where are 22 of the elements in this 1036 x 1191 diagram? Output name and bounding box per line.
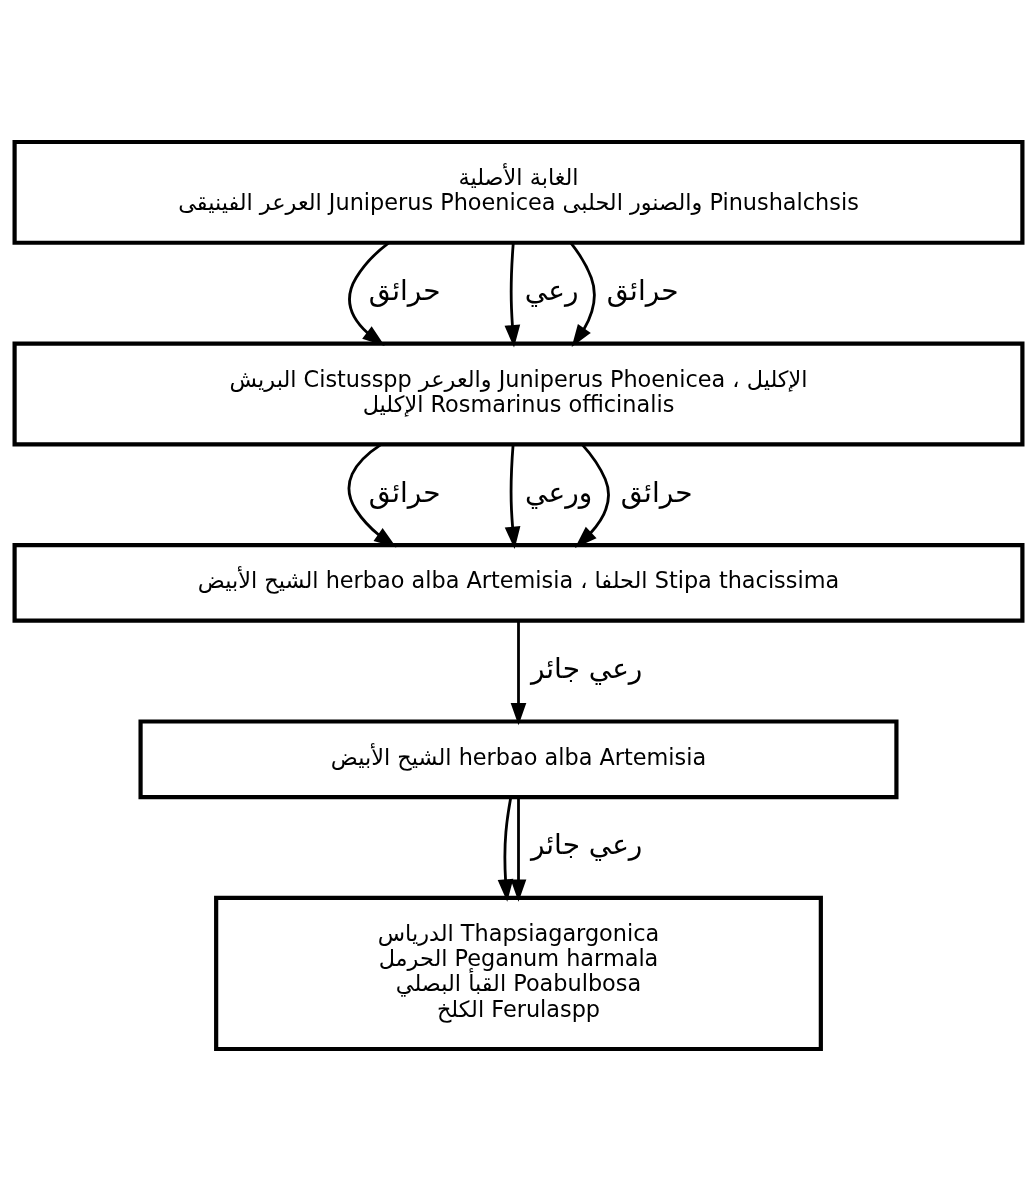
edge-label: رعي جائر xyxy=(530,652,642,686)
arrow xyxy=(497,796,513,902)
node-box: الدرياس Thapsiagargonica الحرمل Peganum harmala القبأ البصلي Poabulbosa الكلخ Ferulaspp xyxy=(213,895,823,1052)
node-box: الشيح الأبيض herbao alba Artemisia ، الحلفا Stipa thacissima xyxy=(12,543,1024,623)
arrow xyxy=(510,621,526,726)
edge-label: حرائق xyxy=(368,475,440,509)
arrow xyxy=(574,443,610,548)
edge-label: ورعي xyxy=(524,475,592,509)
edge-label: حرائق xyxy=(620,475,692,509)
node-box: البريش Cistusspp والعرعر Juniperus Phoenicea ، الإكليل الإكليل Rosmarinus officinalis xyxy=(12,341,1024,447)
arrow xyxy=(347,241,390,347)
node-box: الغابة الأصلية العرعر الفينيقى Juniperus Phoenicea والصنور الحلبى Pinushalchsis xyxy=(12,139,1024,245)
arrow xyxy=(504,242,520,348)
edge-label: رعي جائر xyxy=(530,828,642,862)
edge-label: حرائق xyxy=(368,274,440,308)
node-box: الشيح الأبيض herbao alba Artemisia xyxy=(137,719,899,800)
arrow xyxy=(510,797,526,902)
arrow xyxy=(569,241,596,347)
arrow xyxy=(347,443,396,548)
arrow xyxy=(504,444,520,550)
edge-label: رعي xyxy=(524,274,578,308)
edge-label: حرائق xyxy=(606,274,678,308)
